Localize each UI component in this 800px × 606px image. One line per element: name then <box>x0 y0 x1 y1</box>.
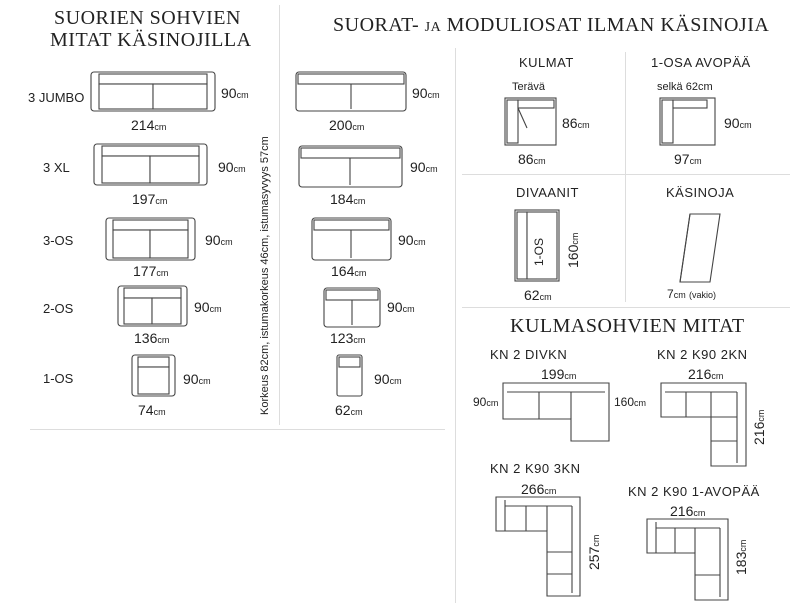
left-title-line2: MITAT KÄSINOJILLA <box>50 29 252 51</box>
kulmat-depth: 86cm <box>562 115 590 131</box>
depth-1-os: 90cm <box>183 371 211 387</box>
k90-3kn-drawing <box>495 496 581 597</box>
divkn-left: 90cm <box>473 395 499 409</box>
k90-3kn-top: 266cm <box>521 481 557 497</box>
avopaa-drawing <box>659 97 716 146</box>
corner-title: KULMASOHVIEN MITAT <box>510 315 745 337</box>
kasinoja-drawing <box>679 213 721 283</box>
module-200-drawing <box>295 71 407 112</box>
avopaa-depth: 90cm <box>724 115 752 131</box>
k90-2kn-right: 216cm <box>751 409 767 445</box>
width-3-xl: 197cm <box>132 191 168 207</box>
width-1-os: 74cm <box>138 402 166 418</box>
k90-avopaa-drawing <box>646 518 729 601</box>
divider-modules-2 <box>462 307 790 308</box>
module-62-drawing <box>336 354 363 397</box>
divider-modules-1 <box>462 174 790 175</box>
width-3-os: 177cm <box>133 263 169 279</box>
module-184-drawing <box>298 145 403 188</box>
kasinoja-title: KÄSINOJA <box>666 185 735 200</box>
kulmat-width: 86cm <box>518 151 546 167</box>
divaanit-title: DIVAANIT <box>516 185 579 200</box>
kulmat-sub: Terävä <box>512 81 546 93</box>
divider-modules-vertical <box>625 52 626 302</box>
mid-depth-62: 90cm <box>374 371 402 387</box>
depth-3-xl: 90cm <box>218 159 246 175</box>
sofa-2-os-drawing <box>117 285 188 327</box>
mid-depth-123: 90cm <box>387 299 415 315</box>
mid-width-184: 184cm <box>330 191 366 207</box>
k90-2kn-title: KN 2 K90 2KN <box>657 347 748 362</box>
row-label-3-os: 3-OS <box>43 233 74 248</box>
k90-3kn-right: 257cm <box>586 534 602 570</box>
module-123-drawing <box>323 287 381 328</box>
divider-vertical-left <box>279 5 280 425</box>
kasinoja-width: 7cm (vakio) <box>667 287 717 301</box>
k90-2kn-top: 216cm <box>688 366 724 382</box>
divkn-drawing <box>502 382 610 442</box>
k90-avopaa-top: 216cm <box>670 503 706 519</box>
divaanit-inner: 1-OS <box>532 237 546 266</box>
divaanit-width: 62cm <box>524 287 552 303</box>
sofa-3-xl-drawing <box>93 143 208 186</box>
divkn-right: 160cm <box>614 395 647 409</box>
left-title-line1: SUORIEN SOHVIEN <box>54 7 241 29</box>
row-label-3-jumbo: 3 JUMBO <box>28 90 85 105</box>
row-label-3-xl: 3 XL <box>43 160 70 175</box>
kulmat-title: KULMAT <box>519 55 574 70</box>
mid-depth-200: 90cm <box>412 85 440 101</box>
depth-3-os: 90cm <box>205 232 233 248</box>
divkn-top: 199cm <box>541 366 577 382</box>
divaanit-drawing <box>514 209 560 282</box>
row-label-1-os: 1-OS <box>43 371 74 386</box>
depth-3-jumbo: 90cm <box>221 85 249 101</box>
sofa-3-os-drawing <box>105 217 196 261</box>
divkn-title: KN 2 DIVKN <box>490 347 568 362</box>
width-3-jumbo: 214cm <box>131 117 167 133</box>
mid-width-123: 123cm <box>330 330 366 346</box>
mid-depth-164: 90cm <box>398 232 426 248</box>
depth-2-os: 90cm <box>194 299 222 315</box>
width-2-os: 136cm <box>134 330 170 346</box>
k90-3kn-title: KN 2 K90 3KN <box>490 461 581 476</box>
row-label-2-os: 2-OS <box>43 301 74 316</box>
mid-width-62: 62cm <box>335 402 363 418</box>
avopaa-sub: selkä 62cm <box>657 81 713 93</box>
mid-depth-184: 90cm <box>410 159 438 175</box>
k90-avopaa-right: 183cm <box>733 539 749 575</box>
mid-width-200: 200cm <box>329 117 365 133</box>
avopaa-title: 1-OSA AVOPÄÄ <box>651 55 751 70</box>
middle-title: SUORAT- ja MODULIOSAT ILMAN KÄSINOJIA <box>333 14 770 36</box>
sofa-3-jumbo-drawing <box>90 71 216 112</box>
divider-horizontal-left <box>30 429 445 430</box>
sofa-1-os-drawing <box>131 354 176 397</box>
kulmat-drawing <box>504 97 557 146</box>
k90-avopaa-title: KN 2 K90 1-AVOPÄÄ <box>628 484 760 499</box>
avopaa-width: 97cm <box>674 151 702 167</box>
divider-vertical-right <box>455 48 456 603</box>
mid-width-164: 164cm <box>331 263 367 279</box>
height-note: Korkeus 82cm, istumakorkeus 46cm, istuma… <box>259 136 271 415</box>
module-164-drawing <box>311 217 392 261</box>
k90-2kn-drawing <box>660 382 747 467</box>
divaanit-length: 160cm <box>565 232 581 268</box>
